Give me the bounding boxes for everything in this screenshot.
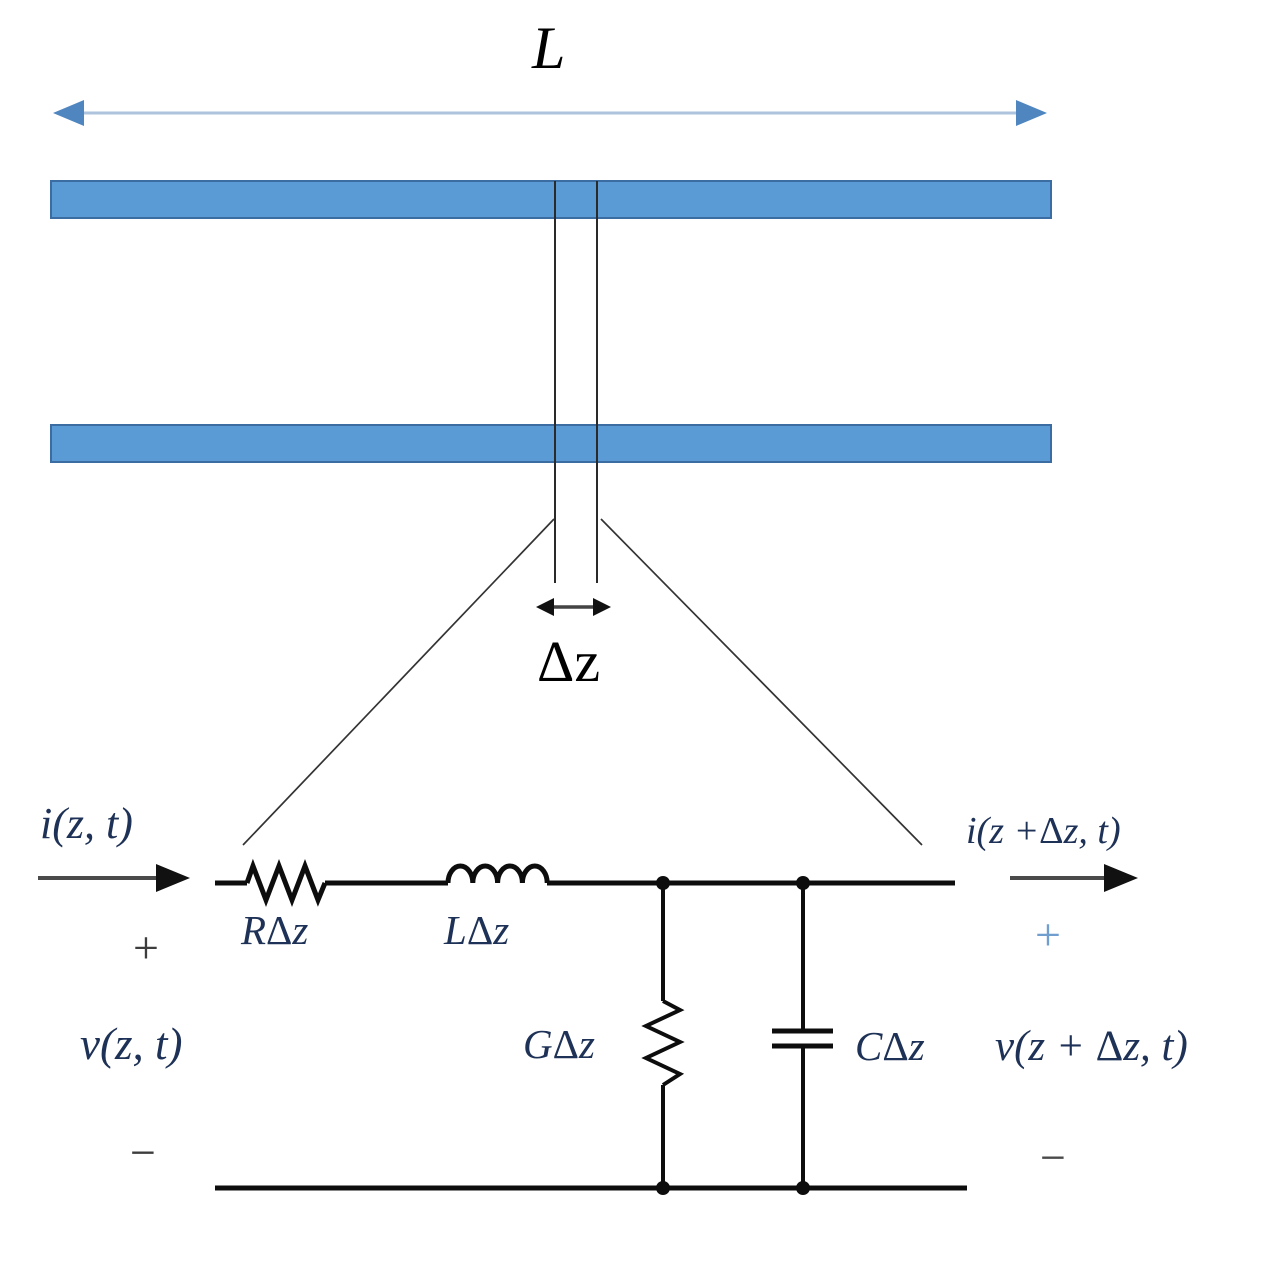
input-voltage-label: v(z, t) <box>80 1019 183 1069</box>
segment-arrowhead-left <box>536 598 554 616</box>
series-inductor-symbol <box>445 863 550 884</box>
junction-dot-bottom-left <box>656 1181 670 1195</box>
segment-width-arrow <box>536 598 611 616</box>
projection-line-left <box>242 518 555 846</box>
input-plus-sign: + <box>133 922 159 973</box>
segment-width-label: Δz <box>537 629 601 694</box>
output-current-arrowhead <box>1104 864 1138 892</box>
dimension-arrowhead-left <box>53 100 84 126</box>
junction-dot-top-right <box>796 876 810 890</box>
input-current-arrow <box>38 864 190 892</box>
segment-arrowhead-right <box>593 598 611 616</box>
shunt-capacitor-label: CΔz <box>855 1023 925 1069</box>
junction-dot-bottom-right <box>796 1181 810 1195</box>
input-current-arrowhead <box>156 864 190 892</box>
shunt-conductor-label: GΔz <box>523 1021 595 1067</box>
series-resistor-symbol <box>244 858 328 908</box>
length-dimension-arrow <box>53 100 1047 126</box>
shunt-conductor-symbol <box>641 999 685 1087</box>
output-minus-sign: − <box>1040 1132 1066 1183</box>
output-plus-sign: + <box>1035 909 1061 960</box>
input-minus-sign: − <box>130 1127 156 1178</box>
junction-dot-top-left <box>656 876 670 890</box>
projection-line-right <box>600 518 923 846</box>
top-conductor-bar <box>50 180 1052 219</box>
dimension-arrowhead-right <box>1016 100 1047 126</box>
line-length-label: L <box>532 15 566 81</box>
output-current-label: i(z +Δz, t) <box>966 810 1121 852</box>
series-inductor-label: LΔz <box>444 907 510 953</box>
bottom-conductor-bar <box>50 424 1052 463</box>
series-resistor-label: RΔz <box>241 907 309 953</box>
output-current-arrow <box>1010 864 1138 892</box>
input-current-label: i(z, t) <box>40 799 133 848</box>
output-voltage-label: v(z + Δz, t) <box>995 1023 1188 1070</box>
